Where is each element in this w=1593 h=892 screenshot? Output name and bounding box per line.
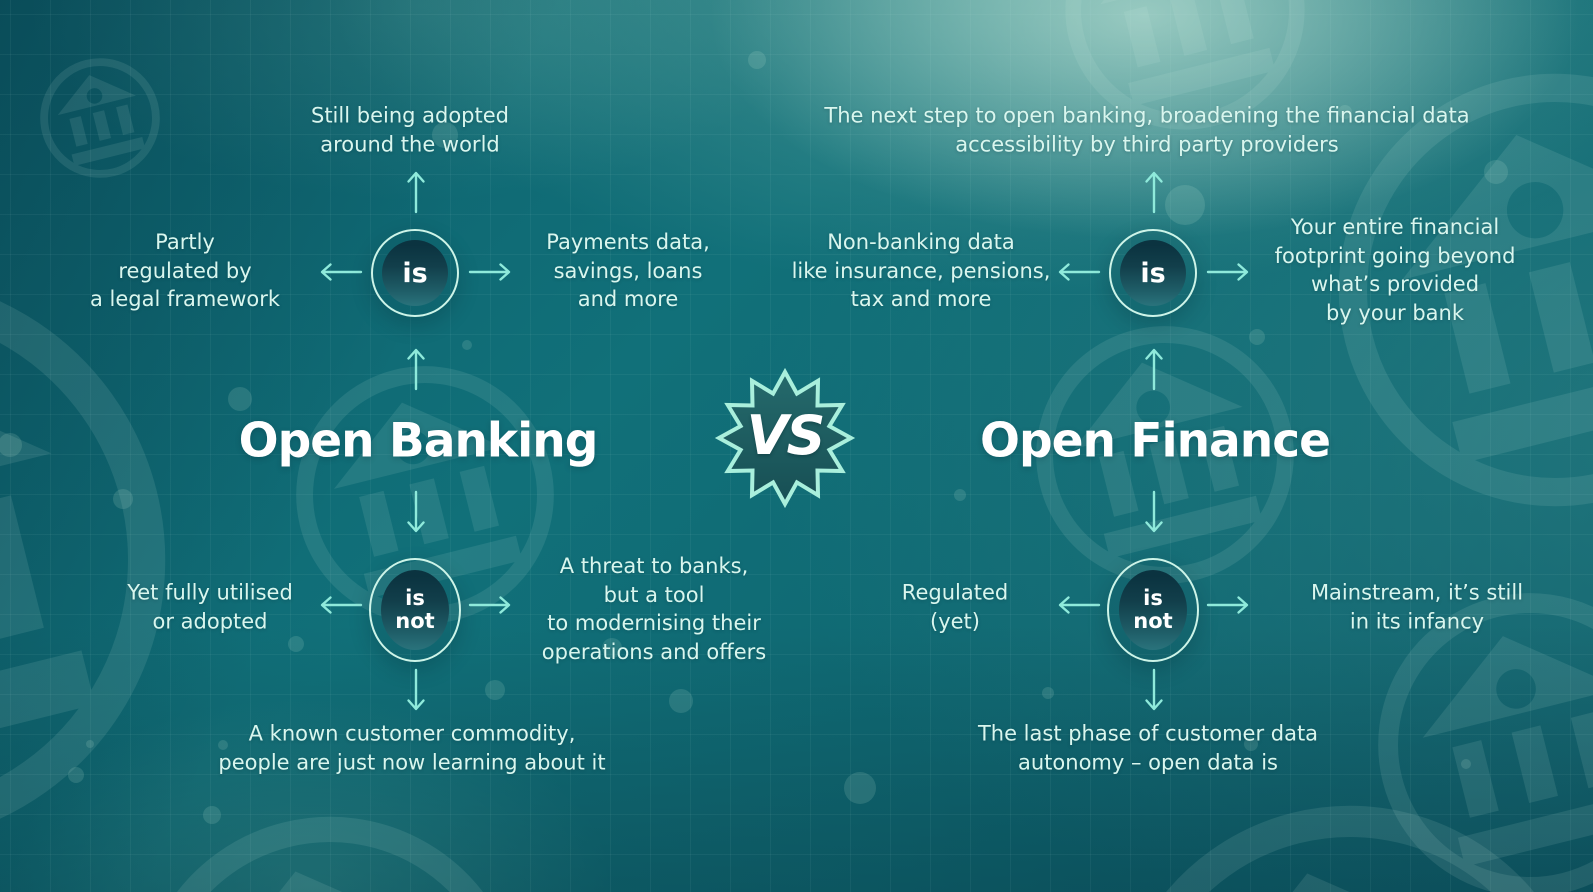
starburst-icon bbox=[714, 367, 856, 509]
of-is-top-text: The next step to open banking, broadenin… bbox=[824, 103, 1470, 156]
of-is-label: is bbox=[1120, 240, 1186, 306]
of-isnot-right-text: Mainstream, it’s still in its infancy bbox=[1310, 580, 1524, 633]
bubble-decoration bbox=[0, 433, 22, 457]
arrow-right-icon bbox=[1205, 594, 1251, 616]
ob-isnot-bottom-text: A known customer commodity, people are j… bbox=[218, 721, 606, 774]
bubble-decoration bbox=[1484, 160, 1508, 184]
arrow-left-icon bbox=[1056, 594, 1102, 616]
bubble-decoration bbox=[485, 680, 505, 700]
bubble-decoration bbox=[844, 772, 876, 804]
ob-isnot-hub: is not bbox=[369, 558, 461, 662]
arrow-right-icon bbox=[467, 594, 513, 616]
bubble-decoration bbox=[1461, 759, 1471, 769]
bank-watermark-icon bbox=[1090, 785, 1593, 892]
bubble-decoration bbox=[288, 636, 304, 652]
ob-is-left-text: Partly regulated by a legal framework bbox=[89, 230, 281, 312]
bubble-decoration bbox=[748, 51, 766, 69]
bubble-decoration bbox=[1249, 329, 1265, 345]
ob-is-top-text: Still being adopted around the world bbox=[310, 103, 510, 156]
bubble-decoration bbox=[954, 489, 966, 501]
ob-is-hub: is bbox=[371, 229, 459, 317]
bubble-decoration bbox=[462, 340, 472, 350]
of-isnot-bottom-text: The last phase of customer data autonomy… bbox=[977, 721, 1319, 774]
of-is-left-text: Non-banking data like insurance, pension… bbox=[791, 230, 1051, 312]
of-is-right-text: Your entire financial footprint going be… bbox=[1274, 214, 1516, 325]
arrow-right-icon bbox=[1205, 261, 1251, 283]
arrow-down-icon bbox=[1143, 667, 1165, 713]
arrow-down-icon bbox=[405, 667, 427, 713]
arrow-up-icon bbox=[405, 346, 427, 392]
bubble-decoration bbox=[1042, 687, 1054, 699]
vs-badge: VS bbox=[710, 363, 860, 513]
ob-is-right-text: Payments data, savings, loans and more bbox=[546, 230, 710, 312]
arrow-left-icon bbox=[318, 261, 364, 283]
bubble-decoration bbox=[228, 387, 252, 411]
bank-watermark-icon bbox=[35, 53, 165, 183]
arrow-up-icon bbox=[405, 169, 427, 215]
ob-is-label: is bbox=[382, 240, 448, 306]
ob-isnot-label: is not bbox=[381, 570, 449, 650]
of-isnot-hub: is not bbox=[1107, 558, 1199, 662]
bubble-decoration bbox=[203, 806, 221, 824]
arrow-right-icon bbox=[467, 261, 513, 283]
arrow-left-icon bbox=[1056, 261, 1102, 283]
vs-label: VS bbox=[746, 403, 826, 467]
bank-watermark-icon bbox=[0, 250, 190, 870]
arrow-down-icon bbox=[405, 489, 427, 535]
bubble-decoration bbox=[86, 740, 94, 748]
bubble-decoration bbox=[1165, 185, 1205, 225]
ob-isnot-left-text: Yet fully utilised or adopted bbox=[127, 580, 293, 633]
arrow-up-icon bbox=[1143, 169, 1165, 215]
open-finance-title: Open Finance bbox=[980, 413, 1331, 469]
of-isnot-label: is not bbox=[1119, 570, 1187, 650]
bubble-decoration bbox=[68, 767, 84, 783]
arrow-up-icon bbox=[1143, 346, 1165, 392]
bank-watermark-icon bbox=[120, 800, 540, 892]
of-isnot-left-text: Regulated (yet) bbox=[901, 580, 1009, 633]
bubble-decoration bbox=[669, 689, 693, 713]
ob-isnot-right-text: A threat to banks, but a tool to moderni… bbox=[541, 553, 767, 664]
bubble-decoration bbox=[113, 489, 133, 509]
arrow-down-icon bbox=[1143, 489, 1165, 535]
of-is-hub: is bbox=[1109, 229, 1197, 317]
open-banking-title: Open Banking bbox=[238, 413, 599, 469]
arrow-left-icon bbox=[318, 594, 364, 616]
